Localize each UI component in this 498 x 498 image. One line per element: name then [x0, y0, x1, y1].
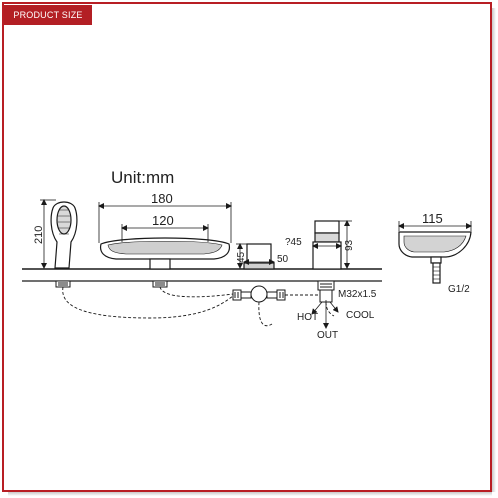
frame-shadow-bottom — [8, 492, 492, 496]
dim-180-label: 180 — [151, 191, 173, 206]
diameter-45-label: ?45 — [285, 237, 302, 248]
thread-g12-label: G1/2 — [448, 284, 470, 295]
out-label: OUT — [317, 330, 338, 341]
dim-210-label: 210 — [33, 226, 45, 244]
cool-label: COOL — [346, 310, 375, 321]
hot-label: HOT — [297, 312, 318, 323]
mixer-handle — [312, 220, 342, 270]
dim-115-label: 115 — [422, 211, 443, 226]
product-size-tag: PRODUCT SIZE — [4, 5, 92, 25]
diverter-knob — [243, 243, 275, 270]
dim-45-50-lines — [236, 243, 275, 269]
dim-210-line — [40, 199, 56, 269]
under-deck-fittings — [55, 280, 335, 303]
dim-180-line — [98, 202, 232, 243]
unit-label: Unit:mm — [111, 168, 174, 187]
thread-m32-label: M32x1.5 — [338, 289, 377, 300]
dim-50-label: 50 — [277, 254, 289, 265]
waterfall-spout — [99, 237, 231, 270]
dim-120-line — [121, 224, 209, 242]
dim-120-label: 120 — [152, 213, 174, 228]
hand-shower — [50, 201, 78, 269]
red-border-frame — [2, 2, 492, 492]
diverter-valve-body — [232, 285, 286, 303]
dim-93-label: 93 — [344, 239, 355, 251]
frame-shadow-right — [492, 8, 496, 492]
dim-115-line — [398, 221, 472, 231]
dashed-hoses — [62, 286, 335, 327]
flow-arrows — [311, 300, 339, 329]
dim-45-label: 45 — [236, 251, 247, 263]
dim-45-93-lines — [312, 220, 352, 269]
deck-surface — [22, 268, 382, 282]
spout-side-view — [398, 231, 472, 284]
